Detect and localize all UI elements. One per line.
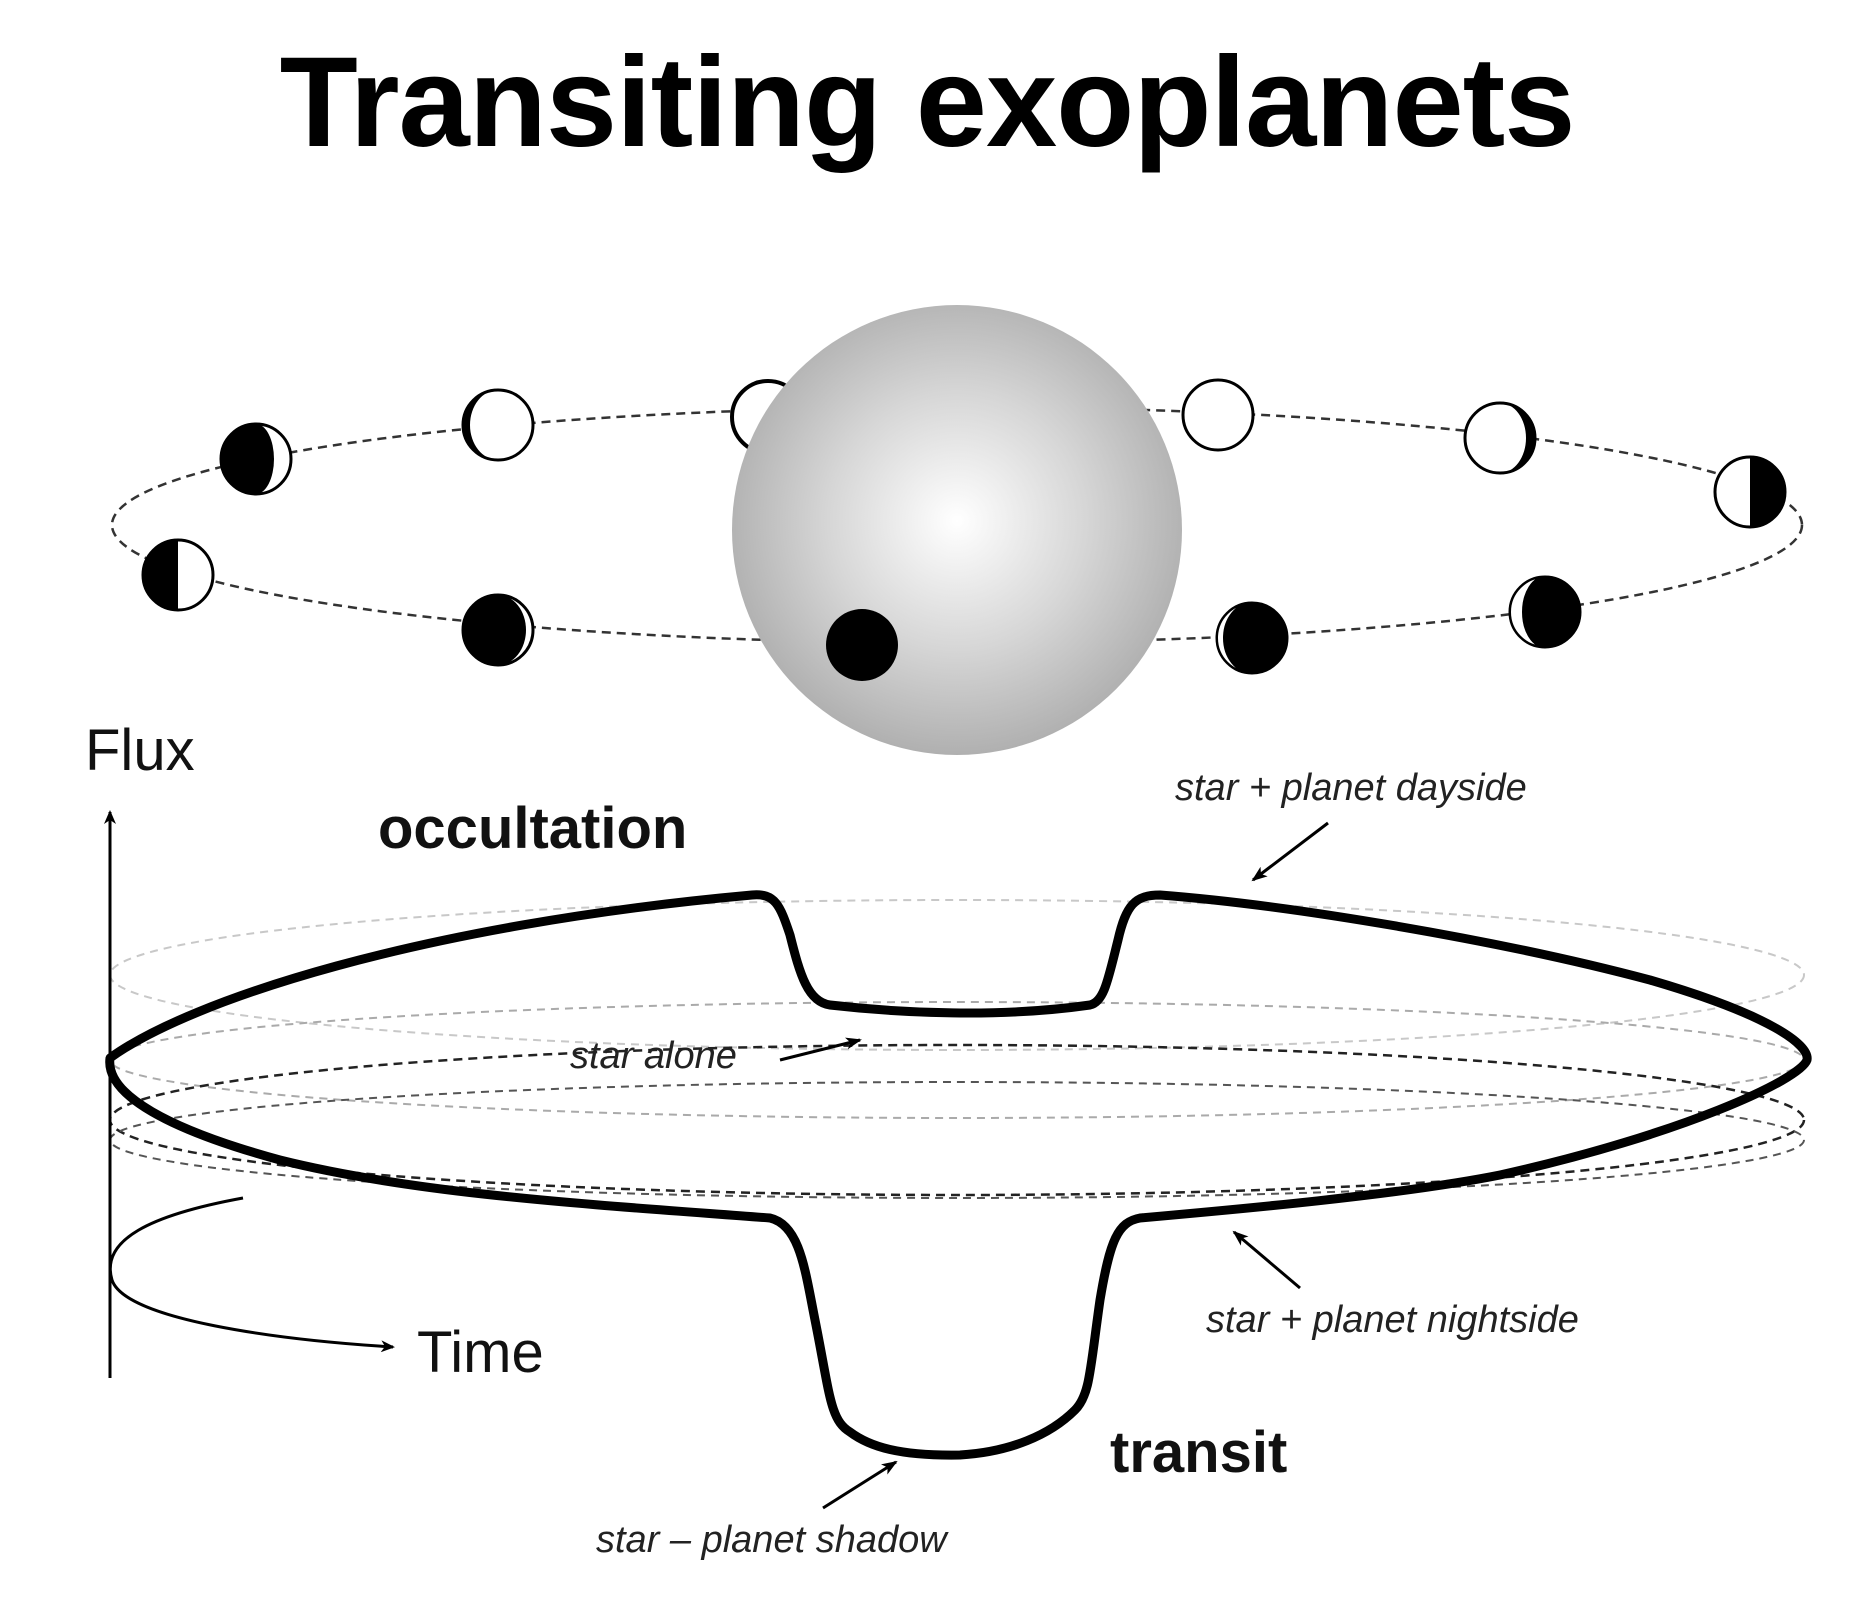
star — [732, 305, 1182, 755]
light-curve — [105, 890, 1812, 1460]
flux-axis-label: Flux — [85, 718, 195, 783]
star-alone-label: star alone — [570, 1035, 737, 1077]
planet-phase-lower-left — [461, 593, 535, 667]
dayside-label: star + planet dayside — [1175, 767, 1527, 809]
time-axis-arrow — [108, 1196, 395, 1353]
star-alone-arrow — [779, 1037, 862, 1062]
light-curve-diagram: Flux Time occultation transit star + pla… — [85, 718, 1812, 1561]
reference-ellipse-top — [109, 899, 1805, 1051]
nightside-label: star + planet nightside — [1206, 1299, 1579, 1341]
planet-phase-right-far — [1713, 455, 1787, 529]
planet-phase-lower-far-right — [1508, 575, 1582, 649]
orbit-diagram — [110, 305, 1804, 755]
occultation-label: occultation — [378, 796, 687, 861]
planet-phase-left-lower — [141, 538, 215, 612]
nightside-arrow — [1232, 1230, 1301, 1290]
orbit-path — [110, 405, 1804, 645]
transit-label: transit — [1110, 1420, 1287, 1485]
time-axis-label: Time — [417, 1320, 544, 1385]
planet-phase-lower-right — [1215, 601, 1289, 675]
shadow-label: star – planet shadow — [596, 1519, 949, 1561]
slide-title: Transiting exoplanets — [279, 31, 1576, 174]
dayside-arrow — [1251, 821, 1329, 882]
shadow-arrow — [822, 1460, 898, 1510]
planet-transiting — [826, 609, 898, 681]
planet-phase-right-mid — [1463, 401, 1537, 475]
star-alone-ellipse — [108, 1043, 1806, 1197]
planet-phase-top-right — [1181, 378, 1255, 452]
planet-phase-left-far — [219, 422, 293, 496]
planet-phase-left-mid — [461, 388, 535, 462]
reference-ellipse-upper — [109, 1001, 1805, 1119]
